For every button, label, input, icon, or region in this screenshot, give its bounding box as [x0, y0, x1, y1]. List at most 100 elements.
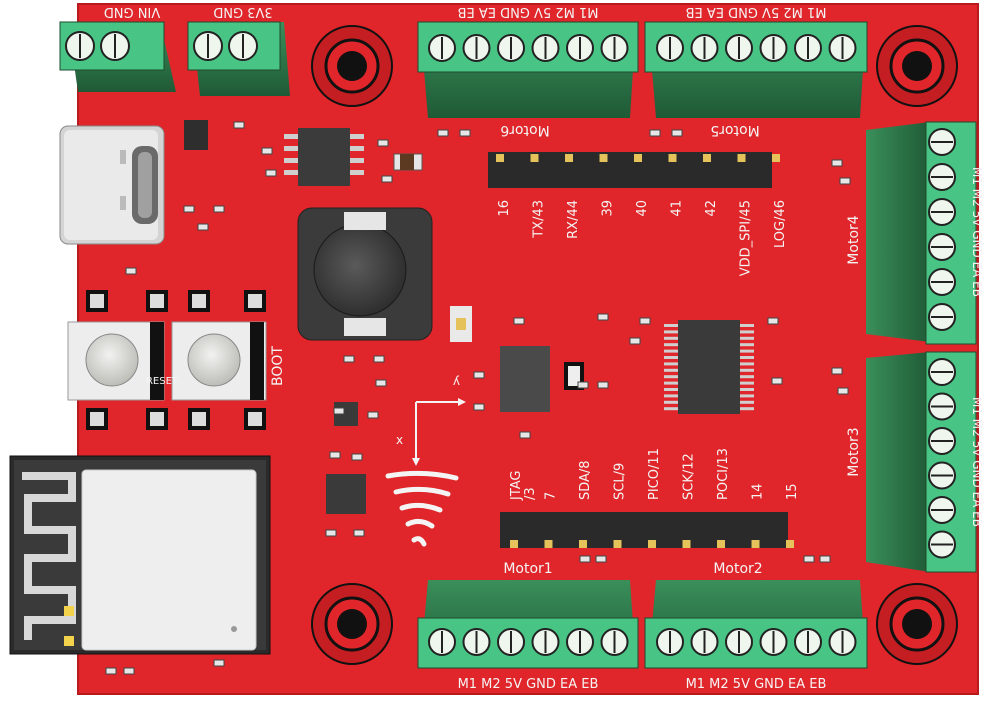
screw-terminal-icon — [690, 34, 719, 62]
smd-component — [595, 555, 607, 563]
header-pin-label: TX/43 — [532, 200, 547, 239]
smd-component — [819, 555, 831, 563]
regulator-ic — [284, 128, 364, 186]
smd-component — [437, 129, 449, 137]
header-pin — [772, 154, 780, 162]
motor4-terminal-block — [866, 121, 977, 345]
mounting-hole-icon — [876, 583, 958, 665]
vin-terminal-block — [59, 21, 176, 92]
v3v3-terminal-block — [187, 21, 290, 96]
smd-component — [353, 529, 365, 537]
header-pin — [737, 154, 746, 162]
header-pin-label: SDA/8 — [578, 460, 593, 500]
motor4-pin-labels: M1 M2 5V GND EA EB — [970, 167, 984, 297]
motor3-label: Motor3 — [846, 427, 862, 476]
header-pin-label: JTAG — [509, 470, 524, 501]
boot-label: BOOT — [270, 346, 286, 386]
header-pin-label: LOG/46 — [773, 200, 788, 248]
motor6-terminal-block — [417, 21, 639, 118]
header-pin — [668, 154, 677, 162]
screw-terminal-icon — [928, 233, 956, 261]
motor3-terminal-block — [866, 351, 977, 573]
motor6-label: Motor6 — [500, 122, 549, 138]
header-pin-label: 15 — [785, 483, 800, 500]
screw-terminal-icon — [600, 628, 629, 656]
screw-terminal-icon — [428, 628, 456, 656]
screw-terminal-icon — [928, 303, 956, 331]
header-pin — [530, 154, 539, 162]
header-pin-label: VDD_SPI/45 — [739, 200, 754, 276]
header-pin — [579, 540, 587, 548]
header-pin-label: 39 — [601, 200, 616, 217]
motor-driver-ic — [664, 320, 754, 414]
smd-component — [671, 129, 683, 137]
vin-gnd-label: VIN GND — [104, 4, 160, 19]
smd-component — [639, 317, 651, 325]
screw-terminal-icon — [794, 34, 822, 62]
header-pin — [682, 540, 691, 548]
motor1-pin-labels: M1 M2 5V GND EA EB — [458, 677, 599, 692]
smd-component — [831, 367, 843, 375]
header-pin-label: PICO/11 — [647, 448, 662, 500]
smd-component — [597, 381, 609, 389]
screw-terminal-icon — [566, 628, 594, 656]
smd-component — [325, 529, 337, 537]
wifi-antenna-icon — [22, 472, 76, 640]
tornado-logo-icon — [385, 470, 459, 547]
motor2-terminal-block — [644, 580, 868, 669]
smd-component — [513, 317, 525, 325]
smd-component — [837, 387, 849, 395]
motor5-pin-labels: M1 M2 5V GND EA EB — [686, 4, 827, 19]
smd-component — [597, 313, 609, 321]
motor5-label: Motor5 — [710, 122, 759, 138]
header-pin — [717, 540, 725, 548]
screw-terminal-icon — [928, 496, 956, 524]
screw-terminal-icon — [497, 628, 525, 656]
smd-component — [577, 381, 589, 389]
boot-button[interactable] — [171, 290, 267, 430]
smd-component — [213, 659, 225, 667]
smd-component — [265, 169, 277, 177]
inductor — [297, 207, 433, 341]
header-pin-label: 41 — [670, 200, 685, 217]
smd-component — [123, 667, 135, 675]
screw-terminal-icon — [759, 628, 788, 656]
smd-component — [473, 371, 485, 379]
bottom-pin-header — [500, 512, 794, 548]
screw-terminal-icon — [690, 628, 719, 656]
smd-component — [183, 205, 195, 213]
reset-button[interactable] — [67, 290, 168, 430]
screw-terminal-icon — [462, 628, 491, 656]
screw-terminal-icon — [928, 427, 956, 455]
smd-component — [197, 223, 209, 231]
smd-component — [473, 403, 485, 411]
reset-label: RESET — [146, 376, 179, 387]
smd-component — [803, 555, 815, 563]
smd-component — [125, 267, 137, 275]
screw-terminal-icon — [794, 628, 822, 656]
screw-terminal-icon — [828, 34, 857, 62]
screw-terminal-icon — [828, 628, 857, 656]
mounting-hole-icon — [876, 25, 958, 107]
header-pin-label: 14 — [751, 483, 766, 500]
smd-component — [377, 139, 389, 147]
header-pin-label: POCI/13 — [716, 448, 731, 500]
motor2-label: Motor2 — [713, 561, 762, 577]
screw-terminal-icon — [928, 198, 956, 226]
usb-c-connector — [59, 125, 165, 245]
smd-component — [459, 129, 471, 137]
screw-terminal-icon — [725, 628, 753, 656]
smd-component — [261, 147, 273, 155]
screw-terminal-icon — [656, 628, 684, 656]
screw-terminal-icon — [531, 628, 560, 656]
header-pin-label: RX/44 — [566, 200, 581, 239]
screw-terminal-icon — [531, 34, 560, 62]
header-pin-label: 16 — [497, 200, 512, 217]
esp32-module — [9, 455, 271, 655]
smd-component — [381, 175, 393, 183]
x-axis-label: x — [396, 433, 403, 447]
mounting-hole-icon — [311, 583, 393, 665]
header-pin — [786, 540, 794, 548]
smd-component — [831, 159, 843, 167]
